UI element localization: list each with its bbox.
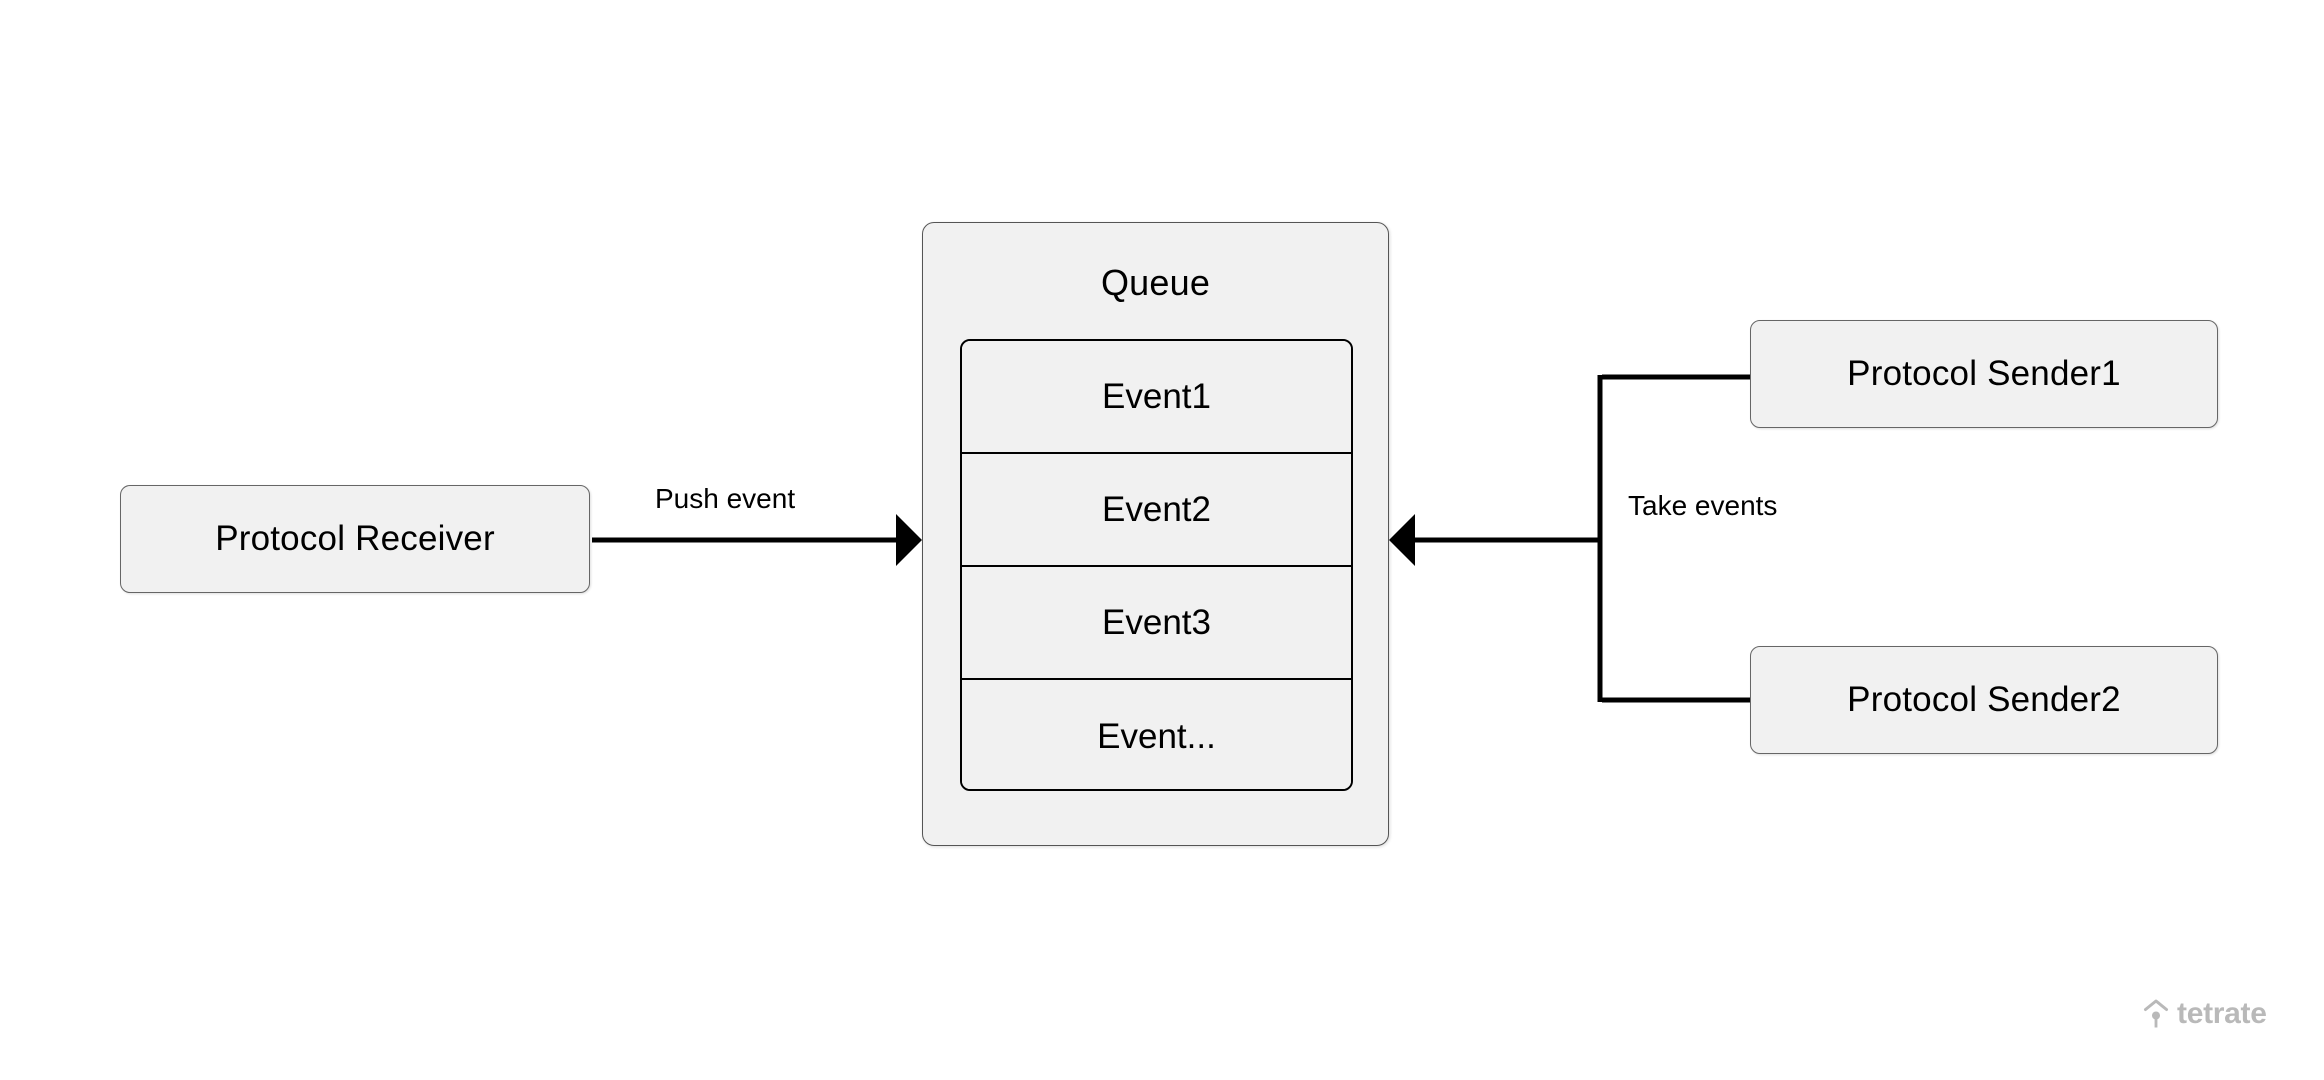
push-event-label: Push event [655, 483, 796, 514]
list-item[interactable]: Event... [962, 680, 1351, 789]
event-label: Event2 [1102, 489, 1211, 529]
take-events-edge [1389, 374, 1750, 703]
node-queue[interactable]: Queue Event1 Event2 Event3 Event... [922, 222, 1389, 846]
tetrate-wordmark: tetrate [2177, 997, 2267, 1030]
list-item[interactable]: Event1 [962, 341, 1351, 454]
tetrate-mark-icon [2144, 999, 2168, 1028]
protocol-sender2-label: Protocol Sender2 [1847, 679, 2121, 719]
tetrate-watermark: tetrate [2143, 999, 2267, 1029]
event-label: Event1 [1102, 376, 1211, 416]
node-protocol-sender1[interactable]: Protocol Sender1 [1750, 320, 2218, 428]
node-protocol-receiver[interactable]: Protocol Receiver [120, 485, 590, 593]
node-protocol-sender2[interactable]: Protocol Sender2 [1750, 646, 2218, 754]
push-event-edge [592, 514, 922, 566]
list-item[interactable]: Event2 [962, 454, 1351, 567]
queue-title: Queue [1100, 262, 1211, 303]
take-events-label: Take events [1628, 490, 1778, 521]
event-label: Event3 [1102, 602, 1211, 642]
list-item[interactable]: Event3 [962, 567, 1351, 680]
event-label: Event... [1097, 716, 1216, 756]
queue-event-list: Event1 Event2 Event3 Event... [960, 339, 1353, 791]
protocol-receiver-label: Protocol Receiver [215, 518, 495, 558]
protocol-sender1-label: Protocol Sender1 [1847, 353, 2121, 393]
